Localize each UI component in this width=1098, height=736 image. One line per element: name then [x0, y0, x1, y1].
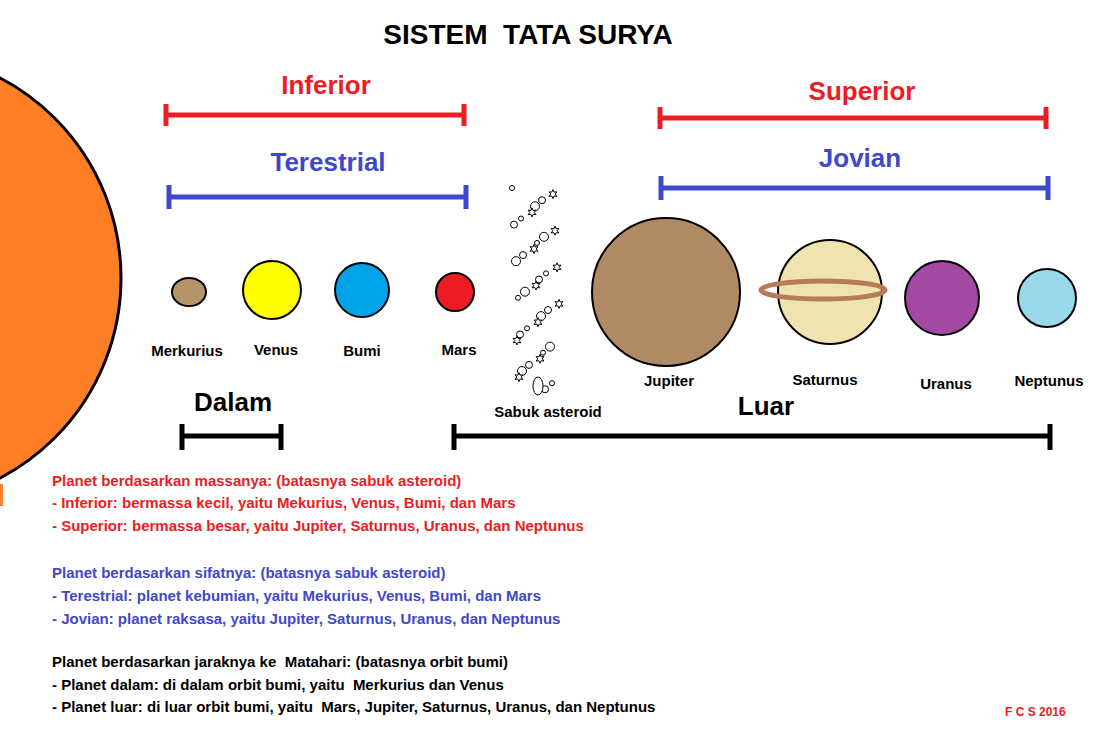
asteroid	[520, 252, 527, 259]
asteroid	[549, 190, 557, 199]
asteroid	[525, 326, 530, 331]
planet-name: Neptunus	[1014, 372, 1083, 389]
asteroid	[536, 354, 544, 363]
saturn	[778, 240, 882, 344]
note-line: - Superior: bermassa besar, yaitu Jupite…	[52, 517, 584, 534]
asteroid	[553, 263, 561, 272]
group-heading: Luar	[738, 392, 794, 422]
inferior-bracket	[166, 104, 464, 126]
asteroid	[544, 271, 549, 276]
neptune	[1018, 269, 1076, 327]
asteroid	[512, 257, 521, 266]
group-heading: Dalam	[194, 388, 272, 418]
superior-bracket	[660, 107, 1046, 129]
uranus	[905, 261, 979, 335]
asteroid	[551, 226, 559, 235]
belt-name: Sabuk asteroid	[494, 403, 602, 420]
asteroid	[539, 197, 546, 204]
asteroid	[532, 281, 540, 290]
jupiter	[592, 218, 740, 366]
terestrial-bracket	[169, 185, 466, 209]
note-line: - Planet luar: di luar orbit bumi, yaitu…	[52, 698, 655, 715]
planet-name: Jupiter	[644, 372, 694, 389]
asteroid	[550, 381, 555, 386]
title: SISTEM TATA SURYA	[383, 19, 672, 51]
planet-name: Merkurius	[151, 342, 223, 359]
asteroid	[546, 342, 555, 351]
note-line: - Terestrial: planet kebumian, yaitu Mek…	[52, 587, 541, 604]
planet-name: Mars	[441, 341, 476, 358]
asteroid	[528, 208, 536, 217]
asteroid	[540, 232, 549, 241]
asteroid	[516, 295, 521, 300]
asteroid	[555, 299, 563, 308]
asteroid	[519, 216, 524, 221]
group-heading: Jovian	[819, 144, 901, 174]
asteroid	[530, 245, 538, 254]
note-heading: Planet berdasarkan jaraknya ke Matahari:…	[52, 653, 508, 670]
asteroid	[535, 240, 540, 245]
planet-name: Uranus	[920, 375, 972, 392]
planet-name: Venus	[254, 341, 298, 358]
asteroid	[511, 221, 518, 228]
group-heading: Inferior	[281, 71, 371, 101]
note-line: - Inferior: bermassa kecil, yaitu Mekuri…	[52, 494, 515, 511]
asteroid	[510, 186, 515, 191]
note-line: - Planet dalam: di dalam orbit bumi, yai…	[52, 676, 504, 693]
asteroid	[526, 361, 533, 368]
earth	[335, 263, 389, 317]
asteroid	[515, 373, 523, 382]
planet-name: Bumi	[343, 342, 381, 359]
asteroid-belt	[510, 186, 563, 396]
venus	[243, 261, 301, 319]
note-heading: Planet berdasarkan massanya: (batasnya s…	[52, 472, 461, 489]
saturn-ring	[761, 281, 885, 299]
group-heading: Terestrial	[270, 148, 385, 178]
asteroid	[533, 377, 543, 395]
luar-bracket	[454, 424, 1050, 450]
mars	[436, 273, 474, 311]
sun-edge	[0, 484, 3, 506]
note-heading: Planet berdasarkan sifatnya: (batasnya s…	[52, 564, 445, 581]
note-line: - Jovian: planet raksasa, yaitu Jupiter,…	[52, 610, 560, 627]
dalam-bracket	[182, 424, 281, 450]
planet-name: Saturnus	[792, 371, 857, 388]
group-heading: Superior	[809, 77, 916, 107]
asteroid	[513, 336, 521, 345]
asteroid	[534, 318, 542, 327]
asteroid	[541, 350, 546, 355]
watermark: F C S 2016	[1005, 706, 1066, 720]
jovian-bracket	[661, 176, 1048, 200]
asteroid	[545, 307, 552, 314]
mercury	[172, 278, 206, 306]
asteroid	[521, 287, 530, 296]
sun	[0, 52, 121, 504]
